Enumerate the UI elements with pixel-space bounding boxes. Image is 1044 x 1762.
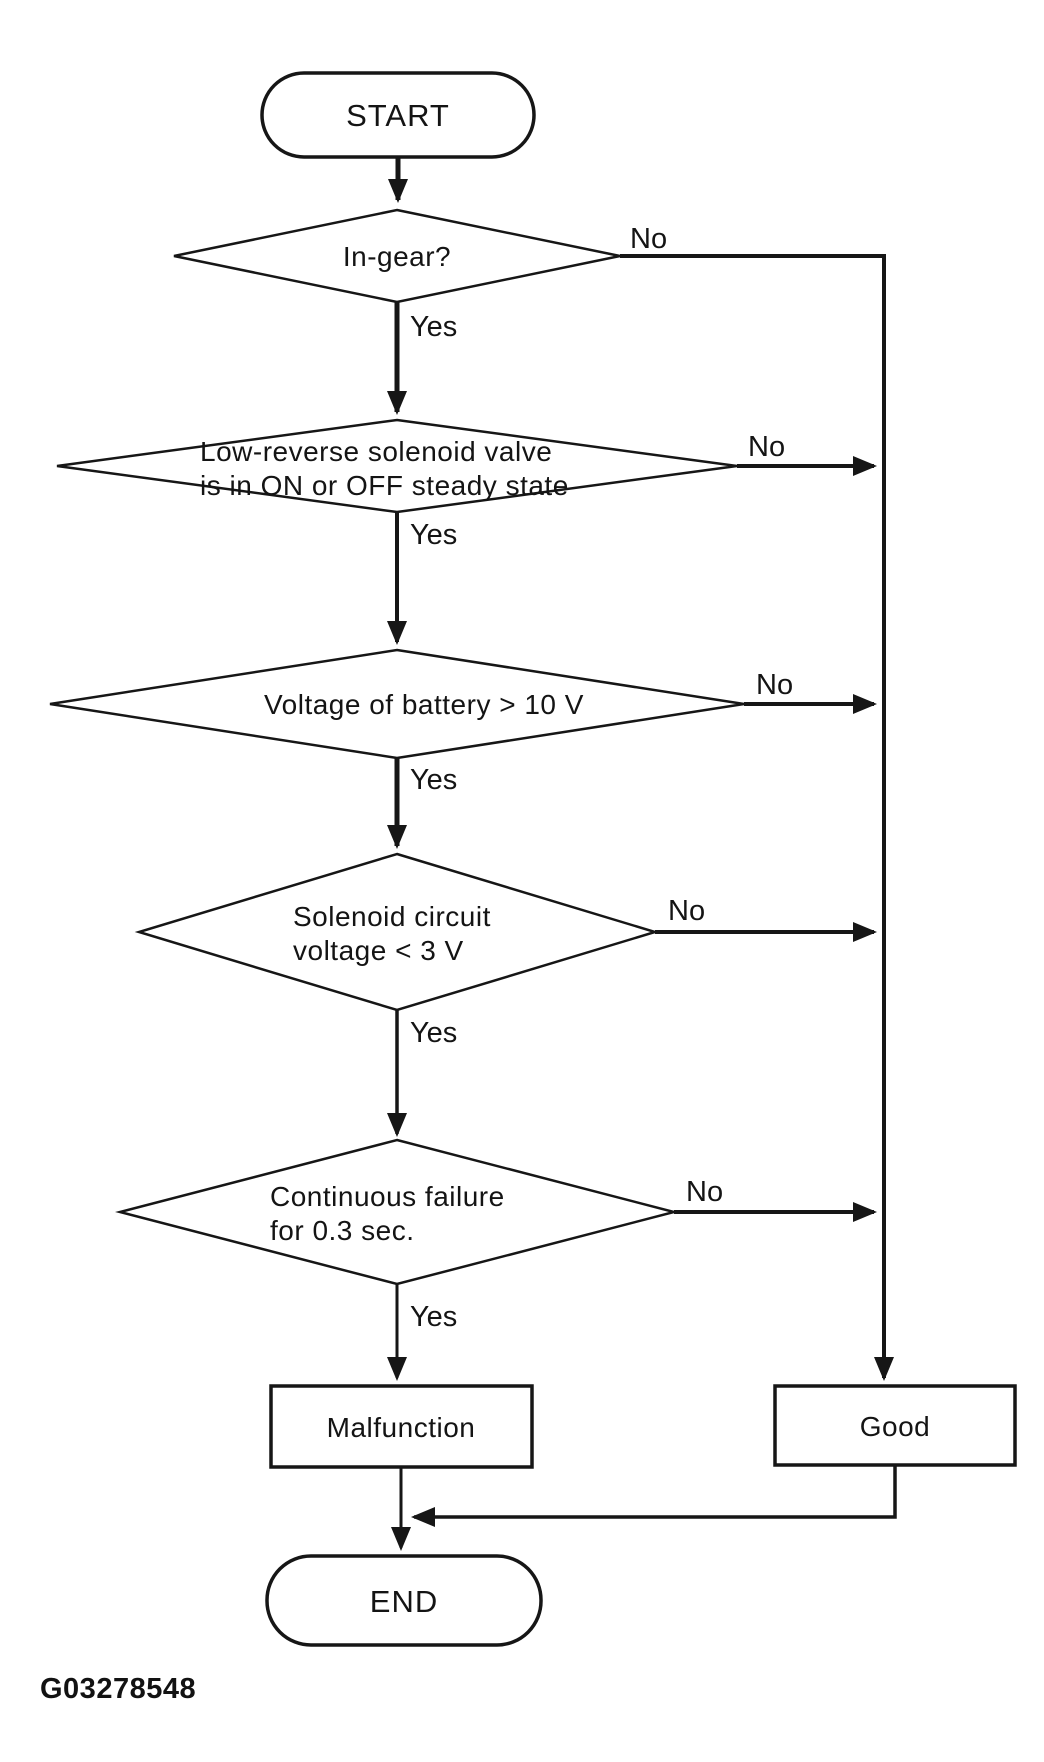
malfunction-label: Malfunction bbox=[327, 1412, 476, 1443]
decision-solenoid-circuit-line1: Solenoid circuit bbox=[293, 901, 491, 932]
decision-continuous-failure bbox=[115, 1138, 679, 1286]
decision-low-reverse-line2: is in ON or OFF steady state bbox=[200, 470, 569, 501]
end-terminator bbox=[265, 1554, 543, 1647]
decision-solenoid-circuit bbox=[134, 852, 660, 1012]
start-label: START bbox=[346, 98, 450, 133]
decision-low-reverse-line1: Low-reverse solenoid valve bbox=[200, 436, 552, 467]
branch-label-yes-5: Yes bbox=[410, 1301, 457, 1333]
branch-label-no-3: No bbox=[756, 669, 793, 701]
branch-label-yes-3: Yes bbox=[410, 764, 457, 796]
no-line-in-gear-to-good bbox=[620, 254, 894, 1381]
figure-code: G03278548 bbox=[40, 1673, 196, 1705]
good-label: Good bbox=[860, 1411, 931, 1442]
branch-label-yes-2: Yes bbox=[410, 519, 457, 551]
decision-continuous-failure-line1: Continuous failure bbox=[270, 1181, 505, 1212]
branch-label-no-2: No bbox=[748, 431, 785, 463]
branch-label-no-1: No bbox=[630, 223, 667, 255]
branch-label-no-4: No bbox=[668, 895, 705, 927]
end-label: END bbox=[370, 1584, 438, 1619]
branch-label-no-5: No bbox=[686, 1176, 723, 1208]
branch-label-yes-1: Yes bbox=[410, 311, 457, 343]
line-good-to-junction bbox=[411, 1465, 897, 1527]
branch-label-yes-4: Yes bbox=[410, 1017, 457, 1049]
decision-battery-voltage-label: Voltage of battery > 10 V bbox=[264, 689, 584, 720]
decision-solenoid-circuit-line2: voltage < 3 V bbox=[293, 935, 464, 966]
decision-continuous-failure-line2: for 0.3 sec. bbox=[270, 1215, 415, 1246]
decision-in-gear-label: In-gear? bbox=[343, 241, 451, 272]
